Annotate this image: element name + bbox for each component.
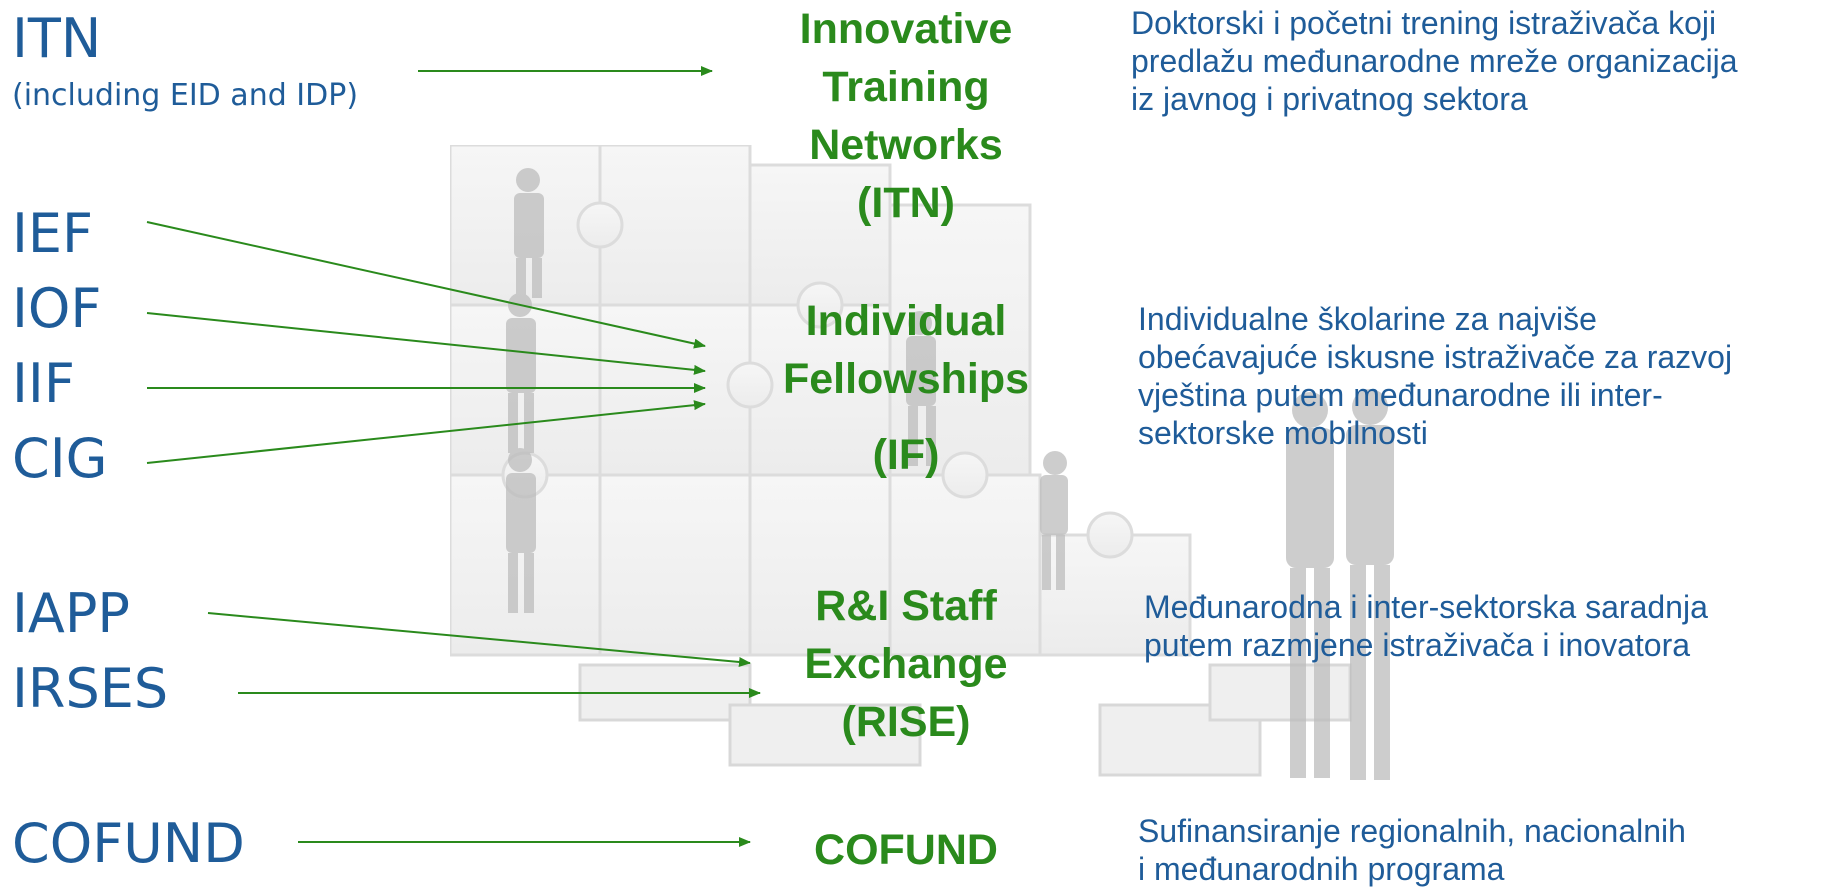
arrow-cig (146, 400, 706, 464)
old-scheme-iof: IOF (12, 277, 102, 340)
description-cofund-line1: Sufinansiranje regionalnih, nacionalnih (1138, 813, 1686, 849)
new-action-if-line2: Fellowships (782, 355, 1030, 403)
new-action-itn-line4: (ITN) (857, 179, 955, 227)
old-scheme-iapp: IAPP (12, 582, 130, 645)
arrow-ief (146, 221, 706, 349)
new-action-rise-line1: R&I Staff (815, 582, 997, 630)
description-cofund-line2: i međunarodnih programa (1138, 851, 1505, 887)
new-action-itn: Innovative Training Networks (ITN) (746, 0, 1066, 232)
description-cofund: Sufinansiranje regionalnih, nacionalnih … (1138, 812, 1686, 888)
new-action-rise: R&I Staff Exchange (RISE) (746, 577, 1066, 751)
description-if: Individualne školarine za najviše obećav… (1138, 300, 1732, 452)
arrow-iof (146, 312, 706, 375)
description-if-line4: sektorske mobilnosti (1138, 415, 1428, 451)
new-action-cofund-line1: COFUND (814, 826, 998, 874)
new-action-if: Individual Fellowships (IF) (736, 292, 1076, 484)
old-scheme-cofund: COFUND (12, 812, 245, 875)
old-scheme-cig: CIG (12, 427, 108, 490)
new-action-itn-line2: Training (822, 63, 990, 111)
arrow-iapp (207, 612, 751, 667)
old-scheme-ief: IEF (12, 202, 94, 265)
new-action-rise-line2: Exchange (804, 640, 1008, 688)
old-scheme-iif: IIF (12, 352, 75, 415)
old-scheme-itn: ITN (12, 7, 102, 70)
people-silhouettes (506, 168, 1394, 780)
description-itn-line2: predlažu međunarodne mreže organizacija (1131, 43, 1738, 79)
description-rise-line2: putem razmjene istraživača i inovatora (1144, 627, 1691, 663)
description-if-line3: vještina putem međunarodne ili inter- (1138, 377, 1663, 413)
new-action-cofund: COFUND (746, 821, 1066, 879)
new-action-itn-line1: Innovative (799, 5, 1013, 53)
new-action-rise-line3: (RISE) (841, 698, 971, 746)
new-action-if-line1: Individual (805, 297, 1007, 345)
description-itn-line3: iz javnog i privatnog sektora (1131, 81, 1528, 117)
puzzle-people-background (450, 145, 1394, 780)
description-if-line1: Individualne školarine za najviše (1138, 301, 1597, 337)
new-action-if-line3: (IF) (872, 431, 940, 479)
description-itn: Doktorski i početni trening istraživača … (1131, 4, 1738, 118)
description-rise: Međunarodna i inter-sektorska saradnja p… (1144, 588, 1708, 664)
description-itn-line1: Doktorski i početni trening istraživača … (1131, 5, 1717, 41)
old-scheme-itn-note: (including EID and IDP) (12, 78, 359, 113)
old-scheme-irses: IRSES (12, 657, 169, 720)
description-rise-line1: Međunarodna i inter-sektorska saradnja (1144, 589, 1708, 625)
new-action-itn-line3: Networks (809, 121, 1003, 169)
description-if-line2: obećavajuće iskusne istraživače za razvo… (1138, 339, 1733, 375)
